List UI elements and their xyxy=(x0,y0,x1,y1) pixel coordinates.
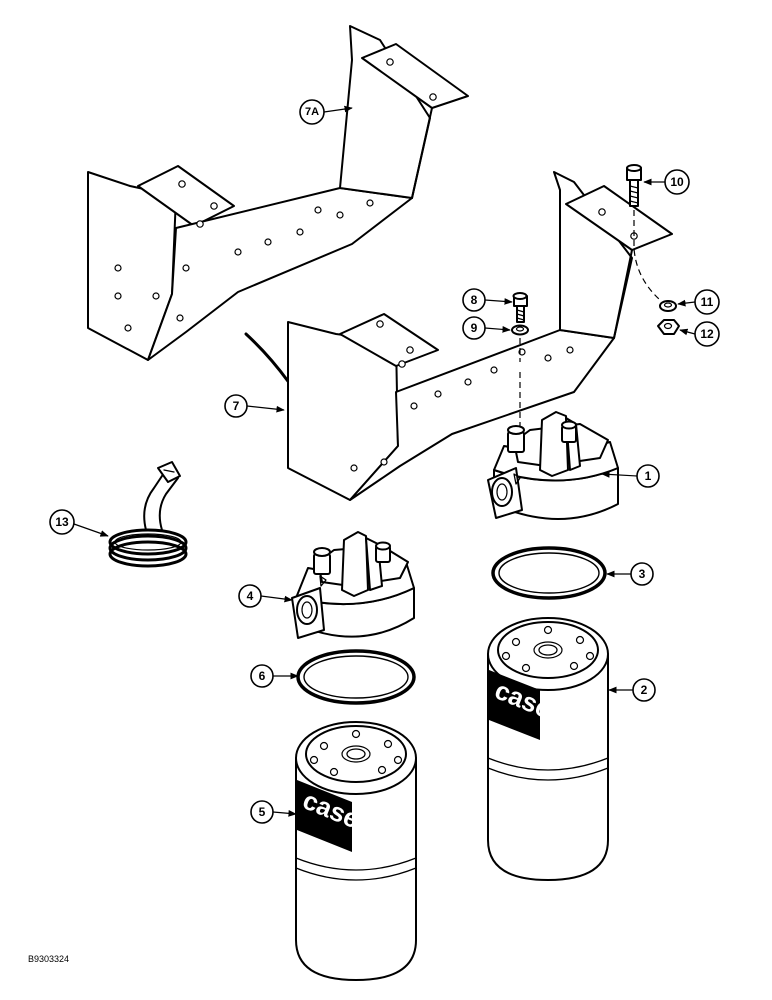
svg-text:4: 4 xyxy=(247,589,254,603)
svg-text:5: 5 xyxy=(259,805,266,819)
callout-11: 11 xyxy=(677,289,720,315)
callout-4: 4 xyxy=(238,584,293,608)
callout-10: 10 xyxy=(643,169,690,195)
bracket-7 xyxy=(287,171,673,501)
callout-1: 1 xyxy=(601,464,660,488)
callout-7: 7 xyxy=(224,394,285,418)
washer-9 xyxy=(511,324,529,336)
filter-head-4 xyxy=(291,531,415,639)
svg-text:7A: 7A xyxy=(305,106,319,118)
svg-text:10: 10 xyxy=(670,175,684,189)
callout-13: 13 xyxy=(49,509,109,537)
hose-coil-13 xyxy=(108,461,188,568)
filter-5: case xyxy=(295,721,417,981)
callout-8: 8 xyxy=(462,288,513,312)
svg-text:8: 8 xyxy=(471,293,478,307)
bolt-10-alignment xyxy=(633,210,661,301)
svg-text:9: 9 xyxy=(471,321,478,335)
bracket-7a xyxy=(87,25,469,361)
callout-2: 2 xyxy=(608,678,656,702)
callout-5: 5 xyxy=(250,800,297,824)
filter-head-1 xyxy=(487,411,619,520)
callout-6: 6 xyxy=(250,664,299,688)
svg-text:13: 13 xyxy=(55,515,69,529)
svg-text:2: 2 xyxy=(641,683,648,697)
svg-text:11: 11 xyxy=(701,295,714,309)
hose-line xyxy=(244,332,292,386)
o-ring-6 xyxy=(296,649,416,705)
nut-12 xyxy=(657,319,680,335)
svg-text:1: 1 xyxy=(645,469,652,483)
filter-2: case xyxy=(487,617,609,881)
bolt-10 xyxy=(626,164,642,207)
washer-11 xyxy=(659,300,677,312)
svg-text:6: 6 xyxy=(259,669,266,683)
callout-9: 9 xyxy=(462,316,511,340)
svg-text:3: 3 xyxy=(639,567,646,581)
svg-text:7: 7 xyxy=(233,399,240,413)
callout-7a: 7A xyxy=(299,99,353,125)
callout-3: 3 xyxy=(606,562,654,586)
svg-text:12: 12 xyxy=(700,327,714,341)
reference-code: B9303324 xyxy=(28,954,69,964)
o-ring-3 xyxy=(491,546,607,600)
callout-12: 12 xyxy=(679,321,720,347)
bolt-8 xyxy=(512,292,528,323)
